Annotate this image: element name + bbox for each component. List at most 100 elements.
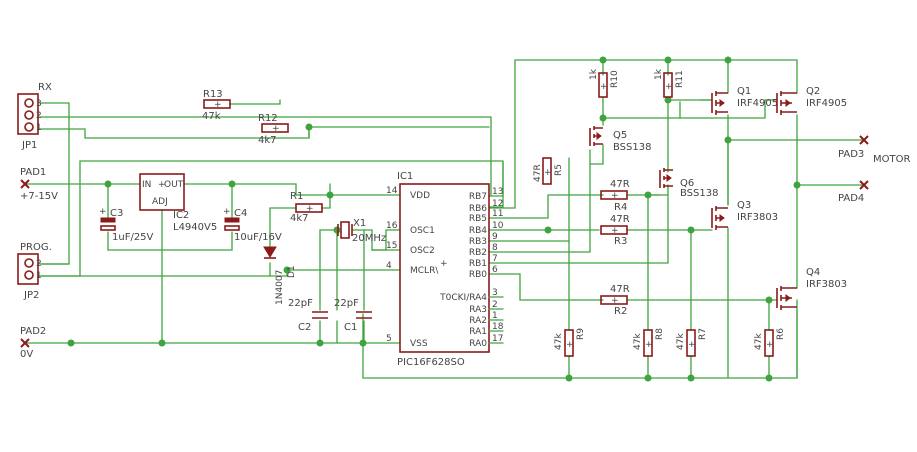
resistor-r5: 47R R5 [533,157,564,185]
mcu-pin-number: 4 [386,261,392,271]
svg-text:+: + [766,340,774,350]
mcu-pin-number: 6 [492,265,498,275]
mcu-pin-name: RB4 [469,226,487,236]
resistor-r12: R12 4k7 [258,113,289,146]
mosfet-q6: Q6 BSS138 [659,168,718,199]
junction [544,226,552,234]
regulator-in-pin: IN [142,180,151,190]
jp2-connector: PROG. JP2 2 1 [17,242,52,301]
jp2-pin-1 [24,270,34,280]
mcu-pin-number: 14 [386,186,398,196]
resistor-r13: R13 47k [202,89,231,122]
capacitor-c1: 22pF C1 [334,298,372,333]
q5-part: BSS138 [613,142,651,153]
q4-ref: Q4 [806,267,820,278]
r9-ref: R9 [576,328,586,340]
junction [765,296,773,304]
r12-ref: R12 [258,113,278,124]
junction [359,339,367,347]
svg-text:+: + [566,340,574,350]
mcu-plus: + [440,259,448,269]
mcu-pin-number: 13 [492,187,503,197]
mcu-pin-name: RB5 [469,214,487,224]
pad2-label: 0V [20,349,33,360]
wires [24,59,865,379]
q2-part: IRF4905 [806,98,847,109]
c3-ref: C3 [110,208,123,219]
mcu-pin-name: RA0 [469,339,487,349]
junction [765,374,773,382]
mcu-pin-name: RA3 [469,305,487,315]
svg-text:+: + [600,82,608,92]
jp1-pin-label-3: 3 [36,99,42,109]
x1-value: 20MHz [352,233,386,244]
junction [664,56,672,64]
pad2-ref: PAD2 [20,326,46,337]
junction [664,96,672,104]
mcu-pin-number: 18 [492,322,504,332]
pad3: PAD3 [838,135,869,160]
r10-ref: R10 [610,70,620,88]
pad4: PAD4 [838,180,869,204]
junction [644,374,652,382]
junction [644,191,652,199]
capacitor-c3: C3 1uF/25V [100,208,154,243]
regulator-adj-pin: ADJ [152,197,168,207]
junction [793,181,801,189]
q5-ref: Q5 [613,130,627,141]
jp1-pin-2 [24,110,34,120]
resistor-r7: 47k R7 [676,328,708,357]
junction [158,339,166,347]
mcu-pin-number: 5 [386,334,392,344]
mcu-pin-name: RA1 [469,327,487,337]
regulator-ref: IC2 [173,210,189,221]
svg-text:+: + [223,207,231,217]
svg-text:+: + [611,226,619,236]
pad1-ref: PAD1 [20,167,46,178]
r8-ref: R8 [655,328,665,340]
mcu-pin-name: RB3 [469,237,487,247]
pad4-ref: PAD4 [838,193,864,204]
mcu-pin-number: 17 [492,334,503,344]
svg-text:+: + [645,340,653,350]
junction [326,191,334,199]
r13-ref: R13 [203,89,223,100]
junction [565,374,573,382]
r4-value: 47R [610,179,630,190]
c4-value: 10uF/16V [234,232,282,243]
c2-value: 22pF [288,298,313,309]
resistor-r2: 47R R2 [600,284,630,317]
jp1-pin-label-2: 2 [36,111,42,121]
junction [316,339,324,347]
junction [687,374,695,382]
mcu-pin-number: 15 [386,241,397,251]
r2-ref: R2 [614,306,627,317]
r1-ref: R1 [290,191,303,202]
svg-text:+: + [665,82,673,92]
junction [228,180,236,188]
mcu-pin-name: RB2 [469,248,487,258]
mcu-pin-number: 8 [492,243,498,253]
junction [599,114,607,122]
jp2-pin-label-1: 1 [36,271,42,281]
mcu-pin-name: MCLR\ [410,266,439,276]
svg-text:+: + [544,168,552,178]
mcu-pin-name: T0CKI/RA4 [439,293,487,303]
resistor-r11: 1k R11 [654,68,685,98]
jp2-ref: JP2 [23,290,39,301]
q6-part: BSS138 [680,188,718,199]
junction [687,226,695,234]
capacitor-c2: 22pF C2 [288,298,328,333]
r13-value: 47k [202,111,221,122]
r1-value: 4k7 [290,213,309,224]
regulator-ic2: IN + OUT ADJ IC2 L4940V5 [139,173,217,233]
resistor-plus-marks: + + + + + + + + + + + + + + + [99,82,774,350]
junction [599,56,607,64]
q1-part: IRF4905 [737,98,778,109]
q2-ref: Q2 [806,86,820,97]
r6-ref: R6 [776,328,786,340]
pad4-x-icon [859,180,869,190]
junction [333,226,341,234]
junction [283,266,291,274]
